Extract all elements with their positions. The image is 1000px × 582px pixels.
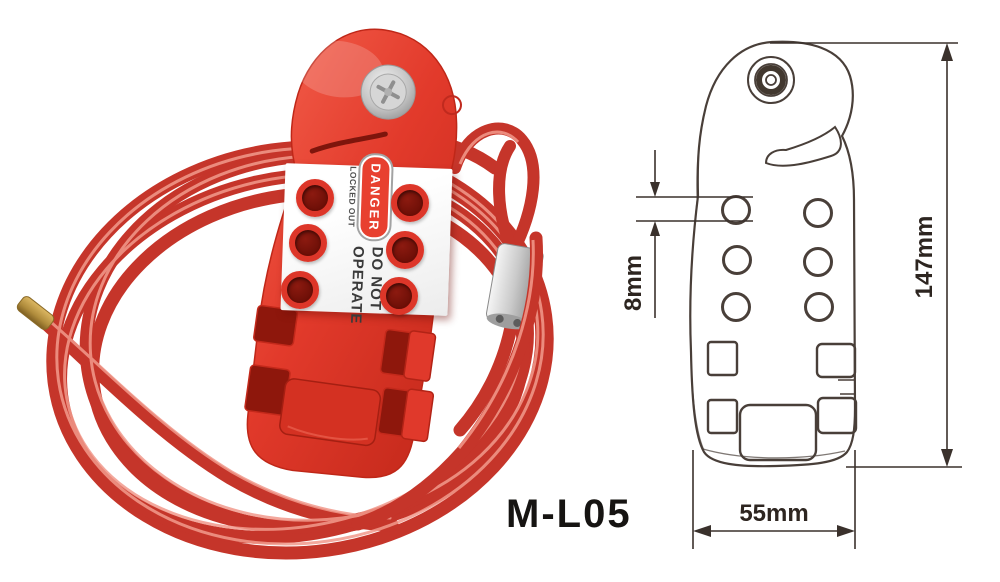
cable-loop	[449, 122, 540, 258]
hasp-hole	[380, 277, 418, 315]
latch-tab	[400, 388, 435, 443]
body-sheen	[294, 40, 384, 98]
hasp-hole	[386, 231, 424, 269]
technical-drawing	[689, 40, 858, 468]
slot-cutout	[253, 304, 299, 347]
hasp-hole	[281, 271, 319, 309]
latch-tab	[403, 330, 437, 382]
dim-label-8mm: 8mm	[620, 255, 647, 311]
drawing-hasp-holes	[721, 195, 834, 322]
do-not-operate-text: DO NOT OPERATE	[345, 245, 385, 325]
grommet	[747, 56, 795, 104]
locked-out-text: LOCKED OUT	[345, 165, 358, 228]
recess-highlight	[287, 425, 368, 441]
danger-badge: DANGER	[357, 154, 392, 240]
warning-line-2: OPERATE	[346, 245, 367, 325]
cable-front-strand	[351, 231, 543, 531]
base-recess	[279, 378, 382, 447]
body-dimple	[441, 95, 462, 116]
hasp-hole	[289, 224, 327, 262]
dimension-8mm: 8mm	[620, 150, 753, 318]
hook-groove	[309, 131, 388, 154]
hasp-hole	[391, 184, 429, 222]
cable-tip	[16, 296, 55, 330]
screw-icon	[360, 64, 416, 120]
cable-front-highlight	[457, 239, 535, 449]
dimension-55mm: 55mm	[692, 450, 856, 549]
model-number: M-L05	[506, 492, 632, 536]
hook-cutout	[764, 125, 842, 167]
cable-loop-highlight	[458, 130, 520, 165]
dim-label-147mm: 147mm	[911, 216, 938, 299]
dim-label-55mm: 55mm	[739, 500, 808, 527]
cable-highlights	[43, 146, 545, 546]
drawing-cutouts	[706, 340, 858, 462]
hasp-hole	[296, 179, 334, 217]
dimension-147mm: 147mm	[770, 42, 962, 468]
